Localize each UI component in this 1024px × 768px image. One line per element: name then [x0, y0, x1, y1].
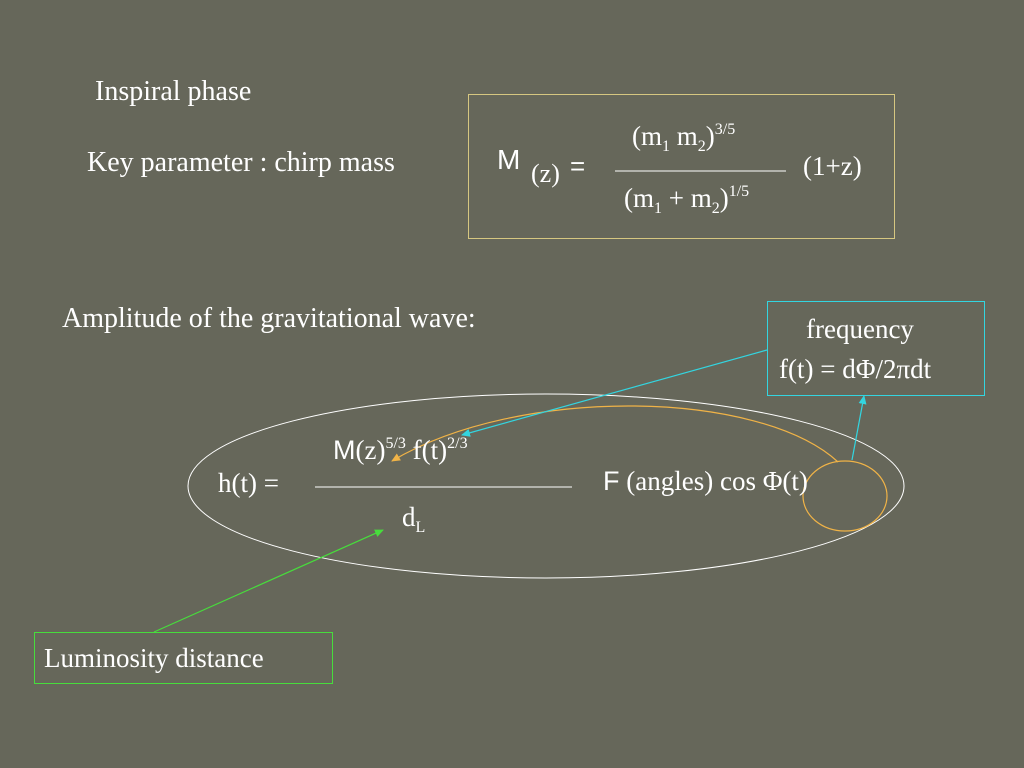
- amplitude-heading: Amplitude of the gravitational wave:: [62, 303, 476, 334]
- chirp-mass-redshift-factor: (1+z): [803, 151, 862, 181]
- green-arrow-to-dl: [153, 529, 384, 633]
- frequency-formula: f(t) = dΦ/2πdt: [779, 354, 932, 384]
- chirp-mass-formula-box: [468, 94, 895, 239]
- cyan-arrow-to-phase: [851, 395, 867, 461]
- frequency-label: frequency: [806, 314, 914, 344]
- chirp-mass-arg: (z): [531, 159, 560, 188]
- chirp-mass-denominator: (m1 + m2)1/5: [624, 183, 750, 217]
- formula-ellipse: [187, 393, 905, 579]
- amplitude-denominator: dL: [402, 502, 426, 536]
- frequency-box: [767, 301, 985, 396]
- chirp-mass-numerator: (m1 m2)3/5: [632, 121, 736, 155]
- chirp-mass-symbol: M: [497, 144, 521, 175]
- amplitude-angular-part: F (angles) cos Φ(t): [603, 466, 808, 496]
- orange-arrow: [391, 405, 839, 463]
- cyan-arrow-to-ft: [461, 349, 768, 437]
- luminosity-distance-label: Luminosity distance: [44, 643, 264, 673]
- chirp-mass-label: Key parameter : chirp mass: [87, 147, 395, 178]
- inspiral-phase-heading: Inspiral phase: [95, 76, 252, 107]
- amplitude-numerator: M(z)5/3 f(t)2/3: [333, 435, 468, 465]
- phase-highlight-circle: [802, 460, 888, 532]
- luminosity-distance-box: [34, 632, 333, 684]
- amplitude-lhs: h(t) =: [218, 468, 279, 498]
- chirp-mass-equals: =: [570, 151, 586, 181]
